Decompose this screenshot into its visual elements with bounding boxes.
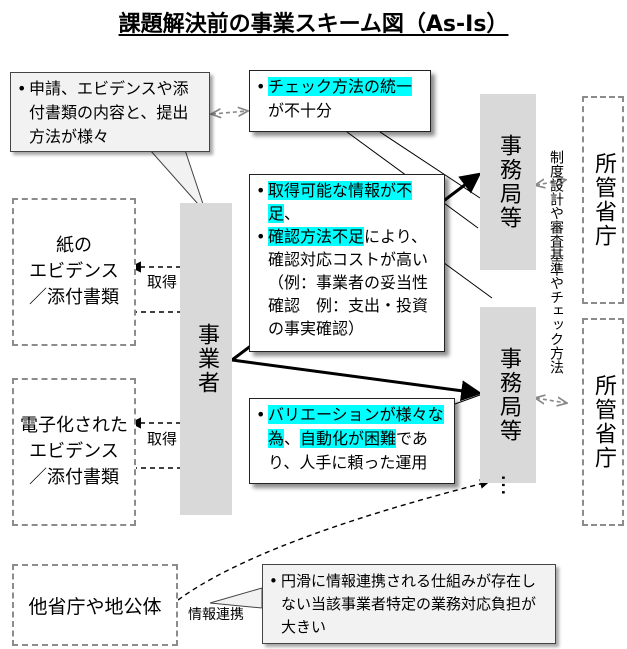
callout-info-linkage: 円滑に情報連携される仕組みが存在しない当該事業者特定の業務対応負担が大きい: [262, 564, 556, 644]
note-check-highlight: チェック方法の統一: [268, 77, 413, 96]
note-info-rest-1: 、: [284, 204, 301, 223]
ministry-label: 所管省庁: [591, 374, 616, 470]
acquire-label-paper: 取得: [145, 271, 180, 292]
ministry-label: 所管省庁: [591, 152, 616, 248]
paper-evidence-box: 紙の エビデンス ／添付書類: [12, 198, 136, 346]
ministry-box-2: 所管省庁: [582, 318, 624, 526]
secretariat-label: 事務局等: [496, 134, 521, 230]
digital-evidence-box: 電子化された エビデンス ／添付書類: [12, 378, 136, 526]
note-variation-highlight-2: 自動化が困難: [300, 429, 397, 448]
other-agencies-box: 他省庁や地公体: [12, 564, 178, 646]
note-info-rest-2: により、確認対応コストが高い（例：事業者の妥当性確認 例：支出・投資の事実確認）: [268, 227, 429, 338]
callout-submission-methods: 申請、エビデンスや添付書類の内容と、提出方法が様々: [10, 72, 210, 152]
note-line: [454, 394, 481, 405]
business-operator-box: 事業者: [180, 203, 232, 515]
note-variation: バリエーションが様々な為、自動化が困難であり、人手に頼った運用: [249, 398, 455, 484]
page-title: 課題解決前の事業スキーム図（As-Is）: [118, 12, 509, 37]
callout-text: 申請、エビデンスや添付書類の内容と、提出方法が様々: [17, 77, 203, 149]
note-check-method: チェック方法の統一が不十分: [249, 70, 431, 132]
note-variation-mid: 、: [284, 429, 301, 448]
business-operator-label: 事業者: [194, 323, 219, 395]
note-variation-rest: であり、人手に頼った運用: [268, 429, 428, 472]
digital-evidence-line: 電子化された: [20, 415, 128, 436]
paper-evidence-line: 紙の: [56, 235, 92, 256]
operator-to-secretariat-2: [231, 358, 483, 402]
callout-to-check-arrow: [212, 111, 247, 114]
paper-evidence-line: ／添付書類: [29, 287, 119, 308]
digital-evidence-line: ／添付書類: [29, 467, 119, 488]
paper-evidence-line: エビデンス: [29, 261, 119, 282]
secretariat-more: …: [496, 474, 521, 496]
note-line: [439, 259, 493, 299]
ministry-box-1: 所管省庁: [582, 96, 624, 304]
note-check-rest: が不十分: [268, 101, 333, 120]
other-agencies-label: 他省庁や地公体: [28, 595, 162, 618]
secretariat-box-2: 事務局等: [480, 307, 536, 483]
secretariat-box-1: 事務局等: [480, 94, 536, 270]
info-link-label: 情報連携: [188, 607, 244, 623]
ministry-side-text: 制度設計や審査基準やチェック方法: [548, 150, 564, 374]
note-info-highlight-2: 確認方法不足: [268, 227, 365, 246]
acquire-label-digital: 取得: [145, 428, 180, 449]
info-link-arrow: [177, 479, 490, 601]
secretariat-label: 事務局等: [496, 347, 521, 443]
secretariat-ministry-arrow-2: [536, 398, 566, 403]
secretariat-ministry-arrow-1: [536, 180, 565, 185]
note-info-insufficient: 取得可能な情報が不足、 確認方法不足により、確認対応コストが高い（例：事業者の妥…: [249, 174, 445, 352]
digital-evidence-line: エビデンス: [29, 441, 119, 462]
callout-bottom-text: 円滑に情報連携される仕組みが存在しない当該事業者特定の業務対応負担が大きい: [269, 570, 549, 639]
